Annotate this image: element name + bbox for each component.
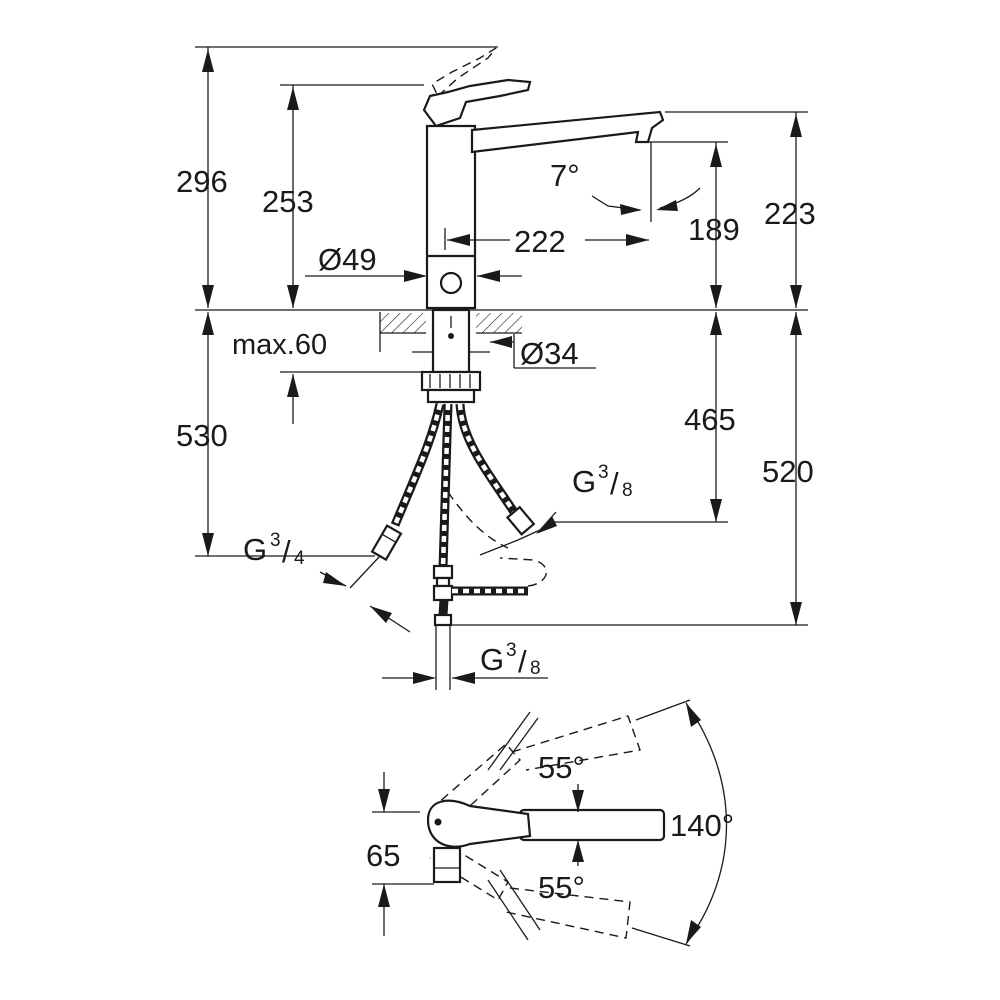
handle-ghost-upper (511, 715, 641, 771)
thread-left-slash: / (282, 534, 291, 569)
lever-top (426, 799, 532, 848)
label-hose-middle: 465 (684, 402, 736, 437)
arc-140 (685, 702, 728, 945)
thread-right-den: 8 (622, 480, 633, 501)
thread-left-num: 3 (270, 530, 281, 551)
label-handle-height: 65 (366, 838, 400, 873)
deck (195, 308, 808, 404)
hoses (370, 403, 547, 627)
spout-ghost-lower (429, 839, 509, 901)
thread-right-base: G (572, 464, 596, 499)
label-lever-height: 253 (262, 184, 314, 219)
thread-right-num: 3 (598, 462, 609, 483)
label-hose-left: 530 (176, 418, 228, 453)
button-icon (439, 271, 463, 295)
body-column (425, 124, 477, 310)
label-angle-top: 55° (538, 750, 585, 785)
faucet-side-view (422, 47, 665, 310)
thread-bottom-num: 3 (506, 640, 517, 661)
faucet-top-view (372, 699, 728, 947)
label-hole-diameter: Ø34 (520, 336, 579, 371)
label-hose-right: 520 (762, 454, 814, 489)
thread-bottom-base: G (480, 642, 504, 677)
thread-bottom-den: 8 (530, 658, 541, 679)
label-spout-height: 223 (764, 196, 816, 231)
spout (470, 110, 665, 154)
handle-ghost-lower (505, 887, 631, 939)
label-spout-reach: 222 (514, 224, 566, 259)
base-top (432, 846, 462, 884)
thread-right-slash: / (610, 466, 619, 501)
label-spout-clearance: 189 (688, 212, 740, 247)
thread-left-den: 4 (294, 548, 305, 569)
labels: 296 253 223 189 222 7° Ø49 max.60 Ø34 53… (176, 158, 816, 905)
label-deck-thickness: max.60 (232, 329, 327, 361)
thread-left-base: G (243, 532, 267, 567)
dimension-lines (195, 46, 808, 684)
mounting-nut (420, 370, 482, 392)
lever (422, 78, 532, 128)
label-body-diameter: Ø49 (318, 242, 377, 277)
ray-upper (487, 711, 531, 771)
label-spout-angle: 7° (550, 158, 580, 193)
thread-bottom-slash: / (518, 644, 527, 679)
lever-ghost-outline (431, 47, 497, 98)
spout-top (518, 808, 666, 842)
label-angle-total: 140° (670, 808, 734, 843)
label-angle-bottom: 55° (538, 870, 585, 905)
label-total-height: 296 (176, 164, 228, 199)
